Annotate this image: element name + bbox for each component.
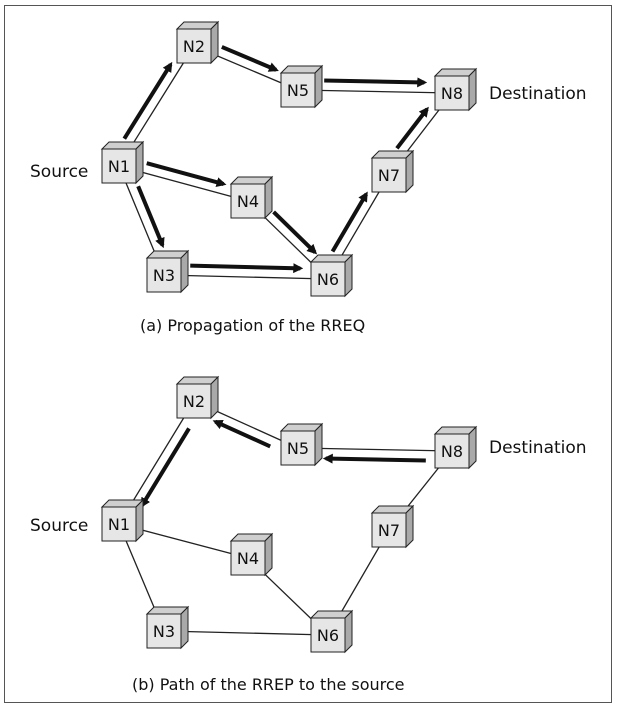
arrow-n5-n2 [212, 419, 272, 449]
arrow-n1-n3 [136, 185, 165, 249]
figure-frame [4, 5, 612, 703]
arrow-n4-n6 [272, 210, 318, 255]
link-n5-n8 [297, 89, 453, 94]
node-label: N3 [153, 266, 175, 285]
node-label: N1 [108, 515, 130, 534]
node-label: N7 [378, 166, 400, 185]
node-n2: N2 [175, 375, 220, 420]
node-label: N7 [378, 521, 400, 540]
node-n5: N5 [279, 64, 324, 109]
arrow-n1-n2 [122, 61, 173, 140]
destination-label: Destination [489, 438, 587, 458]
node-label: N4 [237, 549, 259, 568]
node-n6: N6 [309, 253, 354, 298]
link-n5-n8 [297, 447, 453, 452]
node-n6: N6 [309, 609, 354, 654]
arrow-n5-n8 [324, 77, 428, 88]
destination-label: Destination [489, 84, 587, 104]
link-n3-n6 [163, 274, 329, 280]
caption-b: (b) Path of the RREP to the source [132, 675, 405, 694]
source-label: Source [30, 516, 88, 536]
node-n5: N5 [279, 422, 324, 467]
arrow-n2-n5 [221, 45, 279, 72]
node-n3: N3 [145, 605, 190, 650]
node-label: N5 [287, 439, 309, 458]
node-label: N1 [108, 157, 130, 176]
arrow-n7-n8 [395, 106, 429, 150]
node-n8: N8 [433, 425, 478, 470]
source-label: Source [30, 162, 88, 182]
caption-a: (a) Propagation of the RREQ [140, 316, 365, 335]
node-n1: N1 [100, 498, 145, 543]
node-n7: N7 [370, 149, 415, 194]
arrow-n8-n5 [322, 453, 426, 464]
arrows [122, 45, 429, 274]
node-n7: N7 [370, 504, 415, 549]
arrow-n1-n4 [146, 161, 227, 188]
node-n4: N4 [229, 532, 274, 577]
arrow-n2-n1 [140, 427, 191, 508]
arrows [140, 419, 426, 508]
panel-b-rrep-path: Source Destination (b) Path of the RREP … [30, 375, 587, 694]
node-label: N6 [317, 626, 339, 645]
node-n2: N2 [175, 20, 220, 65]
node-n4: N4 [229, 175, 274, 220]
node-label: N5 [287, 81, 309, 100]
node-n3: N3 [145, 249, 190, 294]
node-label: N6 [317, 270, 339, 289]
node-n1: N1 [100, 140, 145, 185]
panel-a-rreq-propagation: Source Destination (a) Propagation of th… [30, 20, 587, 335]
node-label: N8 [441, 84, 463, 103]
node-n8: N8 [433, 67, 478, 112]
node-label: N2 [183, 37, 205, 56]
node-label: N8 [441, 442, 463, 461]
node-label: N4 [237, 192, 259, 211]
link-n3-n6 [163, 630, 329, 636]
node-label: N3 [153, 622, 175, 641]
node-label: N2 [183, 392, 205, 411]
arrow-n6-n7 [330, 191, 368, 253]
arrow-n3-n6 [190, 263, 304, 274]
